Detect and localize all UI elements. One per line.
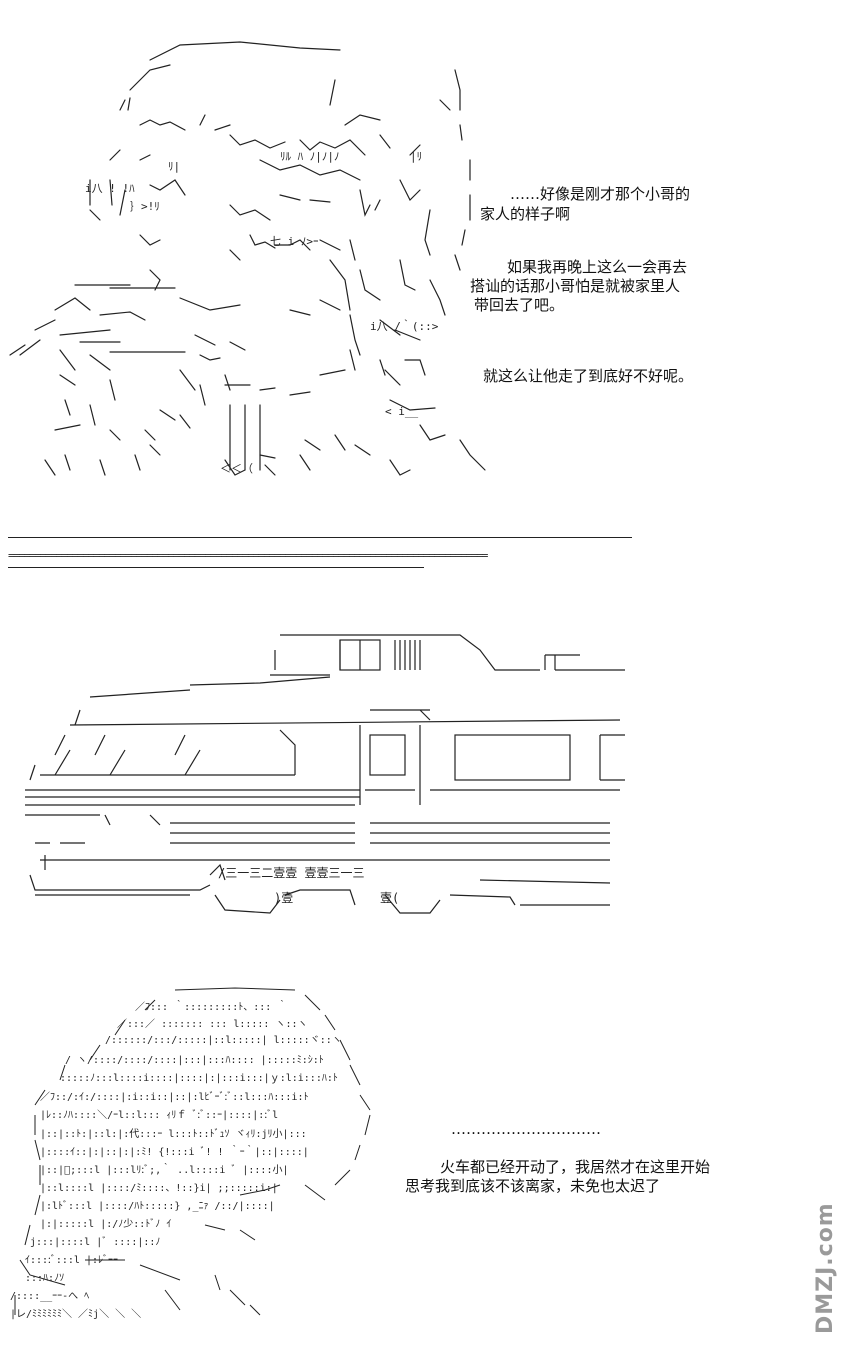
svg-text:|レ/ﾐﾐﾐﾐﾐﾐ＼ ／ﾐj＼ ＼ ＼: |レ/ﾐﾐﾐﾐﾐﾐ＼ ／ﾐj＼ ＼ ＼ (10, 1308, 141, 1320)
svg-text::::::ﾉ:::l::::i::::|::::|:|:::: :::::ﾉ:::l::::i::::|::::|:|:::i:::|ｙ:l:i… (60, 1073, 338, 1084)
divider-equals-line: ========================================… (8, 550, 488, 561)
site-watermark-text: DMZJ.com (813, 1202, 838, 1334)
svg-text:七 i ﾉ>ｰ: 七 i ﾉ>ｰ (270, 235, 319, 248)
panel3-caption-line-1: 火车都已经开动了，我居然才在这里开始 (440, 1158, 711, 1176)
panel3-caption-line-2: 思考我到底该不该离家，未免也太迟了 (405, 1177, 661, 1195)
svg-text:i八 /｀(::>: i八 /｀(::> (370, 318, 439, 333)
svg-text:／ﾌ::: ｀:::::::::ﾄ、::: ｀: ／ﾌ::: ｀:::::::::ﾄ、::: ｀ (135, 999, 287, 1013)
svg-text:＜＜（: ＜＜（ (220, 462, 253, 475)
svg-text:|ﾚ::ﾉﾊ::::＼/ｰl::l::: ｨﾘｆ ﾞ:ﾞ::: |ﾚ::ﾉﾊ::::＼/ｰl::l::: ｨﾘｆ ﾞ:ﾞ::ｰ|::::|::ﾞ… (40, 1109, 278, 1121)
panel1-caption-line-5: 带回去了吧。 (474, 296, 565, 314)
divider-line-long (8, 537, 632, 538)
svg-text:/::::__ｰｰ-へ ﾍ: /::::__ｰｰ-へ ﾍ (10, 1291, 89, 1302)
svg-text:ﾘﾙ ﾊ ﾉ|ﾉ|ﾉ: ﾘﾙ ﾊ ﾉ|ﾉ|ﾉ (280, 150, 340, 163)
ascii-art-character-face-drawing: ﾘ| ﾘﾙ ﾊ ﾉ|ﾉ|ﾉ |ﾘ i八 ! !ﾊ ｝>!ﾘ 七 i ﾉ>ｰ i八… (9, 41, 486, 476)
panel1-caption-line-2: 家人的样子啊 (480, 205, 571, 223)
svg-text:|:|:::::l |:/ﾉ少::ﾄﾞﾉ: |:|:::::l |:/ﾉ少::ﾄﾞﾉ ｲ (40, 1218, 171, 1230)
svg-text:|::|ﾞ;:::l |:::lﾘ:ﾞ;,｀ ..l::::: |::|ﾞ;:::l |:::lﾘ:ﾞ;,｀ ..l::::i ﾞ |::::小… (40, 1162, 289, 1176)
svg-text:壹(: 壹( (380, 891, 399, 905)
svg-text:ﾘ|: ﾘ| (168, 160, 180, 173)
svg-text:|ﾘ: |ﾘ (410, 150, 422, 163)
ascii-art-character-back: ／ﾌ::: ｀:::::::::ﾄ、::: ｀ ／:::／ ::::::: ::… (5, 985, 385, 1325)
svg-text:/三一三二壹壹 壹壹三一三: /三一三二壹壹 壹壹三一三 (218, 866, 364, 880)
svg-text:j:::|::::l |ﾞ ::::|::ﾉ: j:::|::::l |ﾞ ::::|::ﾉ (30, 1236, 160, 1248)
svg-text:)壹: )壹 (274, 891, 293, 905)
svg-text:ｲ::::ﾞ:::l |:ﾚﾞｰｰ-: ｲ::::ﾞ:::l |:ﾚﾞｰｰ- (25, 1254, 124, 1266)
ascii-art-train-drawing: /三一三二壹壹 壹壹三一三 )壹 壹( (25, 634, 625, 914)
svg-text:i八 ! !ﾊ: i八 ! !ﾊ (85, 182, 135, 195)
ascii-art-character-back-drawing: ／ﾌ::: ｀:::::::::ﾄ、::: ｀ ／:::／ ::::::: ::… (10, 987, 371, 1320)
svg-text:|:lﾄﾞ:::l |::::/ﾊﾄ:::::}: |:lﾄﾞ:::l |::::/ﾊﾄ:::::} ,_ﾆｧ /::/|::::| (40, 1200, 275, 1212)
svg-text:|::::ｲ::|:|::|:|:ﾐ! {!:::i ﾞ!: |::::ｲ::|:|::|:|:ﾐ! {!:::i ﾞ! ! ｀ｰ｀|::|:… (40, 1144, 309, 1158)
svg-text:｝>!ﾘ: ｝>!ﾘ (130, 200, 160, 213)
ascii-art-train: /三一三二壹壹 壹壹三一三 )壹 壹( (10, 615, 625, 930)
site-watermark-logo: DMZJ.com (812, 1202, 840, 1334)
panel1-caption-line-4: 搭讪的话那小哥怕是就被家里人 (470, 277, 681, 295)
svg-text::::ﾊ:ﾉｿ: :::ﾊ:ﾉｿ (25, 1273, 64, 1284)
ascii-art-character-face: ﾘ| ﾘﾙ ﾊ ﾉ|ﾉ|ﾉ |ﾘ i八 ! !ﾊ ｝>!ﾘ 七 i ﾉ>ｰ i八… (0, 30, 500, 480)
svg-text:／:::／ ::::::: ::: l::::: ヽ::ヽ: ／:::／ ::::::: ::: l::::: ヽ::ヽ (117, 1018, 308, 1030)
svg-text:|::|::ﾄ:|::l:|:代:::ｰ l:::ﾄ::ﾄﾞ: |::|::ﾄ:|::l:|:代:::ｰ l:::ﾄ::ﾄﾞｭｿ ヾｨﾘ:jﾘ小… (40, 1128, 307, 1140)
panel1-caption-line-1: ……好像是刚才那个小哥的 (510, 185, 691, 203)
svg-text:/::::::/:::/:::::|::l:::::| l:: /::::::/:::/:::::|::l:::::| l:::::ヾ::ヽ (105, 1035, 342, 1046)
svg-text:|::l::::l |::::/ﾐ::::、!::}i|: |::l::::l |::::/ﾐ::::、!::}i| ;;:::::i:| (40, 1183, 278, 1194)
svg-text:< i__: < i__ (385, 405, 418, 418)
svg-text:／ﾌ::/:ｲ:/::::|:i::i::|::|:lﾋﾞｰ: ／ﾌ::/:ｲ:/::::|:i::i::|::|:lﾋﾞｰﾞ:ﾞ::l:::ﾊ… (40, 1091, 309, 1103)
divider-line-short (8, 567, 424, 568)
svg-text:/ ヽ/::::/::::/::::|:::|:::ﾊ:::: / ヽ/::::/::::/::::|:::|:::ﾊ:::: |:::::ﾐ:… (65, 1055, 324, 1066)
panel1-caption-line-6: 就这么让他走了到底好不好呢。 (483, 367, 694, 385)
panel3-ellipsis: ………………………… (451, 1120, 601, 1138)
panel1-caption-line-3: 如果我再晚上这么一会再去 (507, 258, 688, 276)
